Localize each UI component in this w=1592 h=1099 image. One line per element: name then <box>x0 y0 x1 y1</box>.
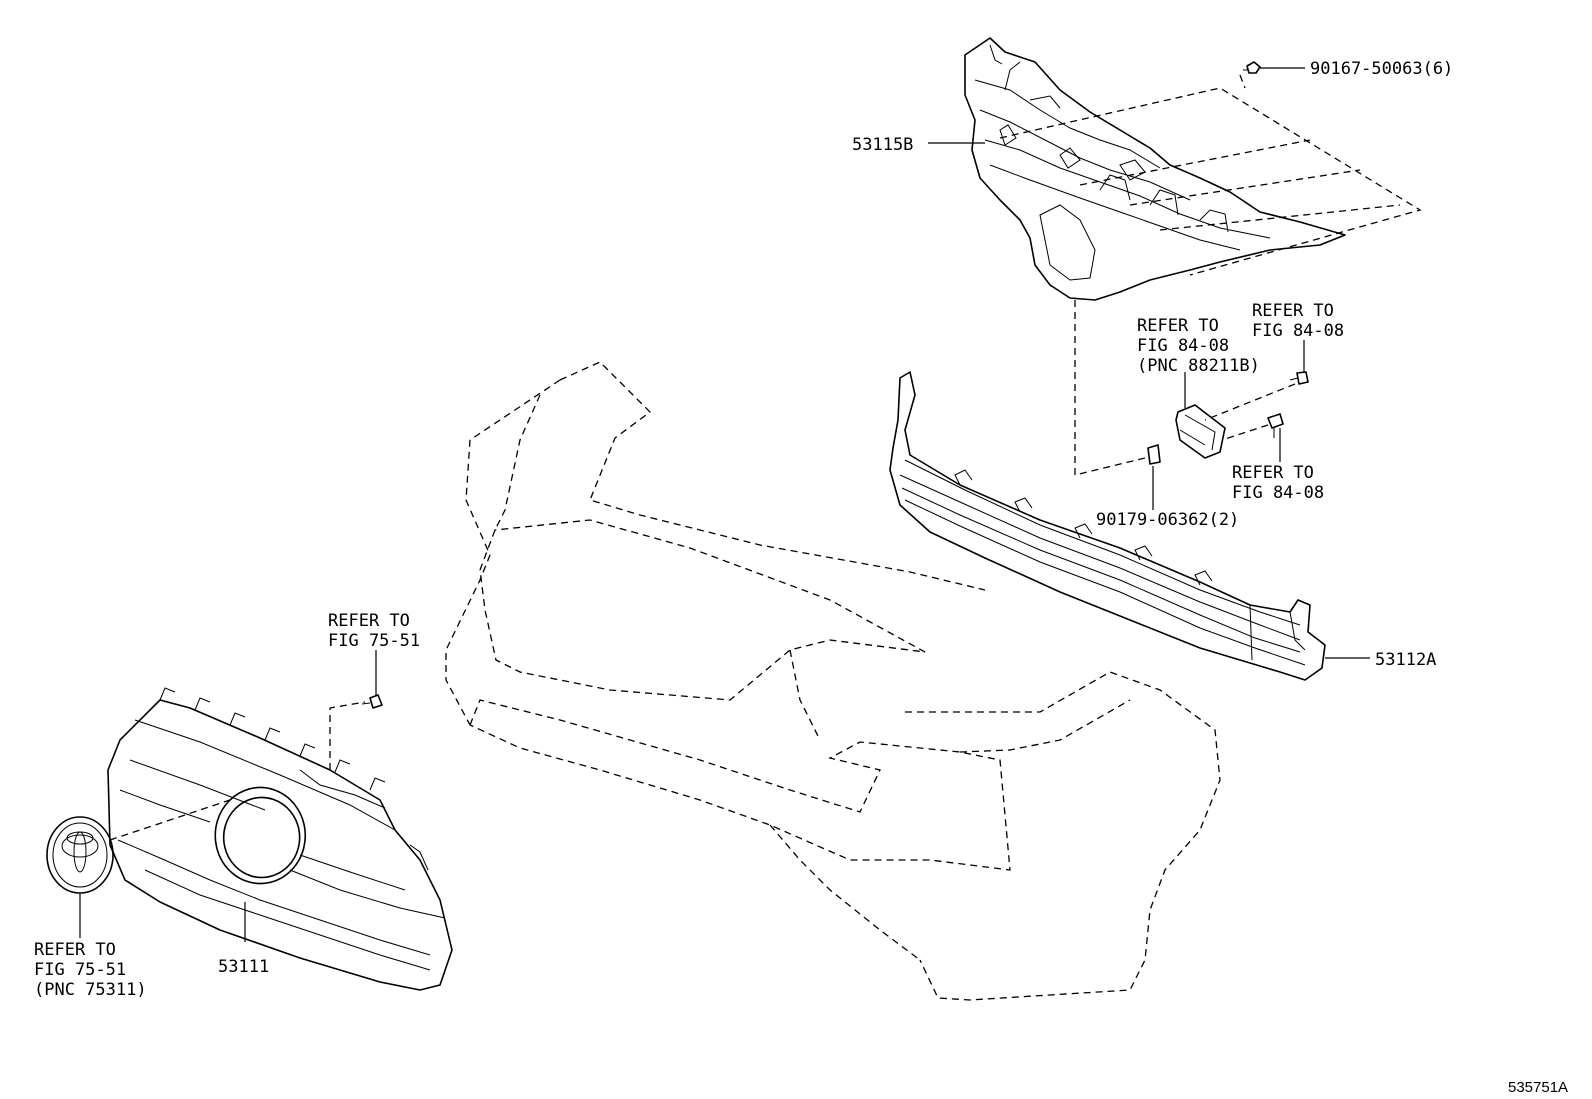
label-clip-mid: 90179-06362(2) <box>1096 510 1239 530</box>
screw-right-top <box>1289 371 1309 385</box>
figure-id: 535751A <box>1508 1079 1568 1096</box>
label-refer-right-top-1: REFER TO <box>1252 301 1334 321</box>
screw-right-bottom <box>1267 413 1284 438</box>
label-refer-emblem-2: FIG 75-51 <box>34 960 126 980</box>
label-refer-grille-bolt-1: REFER TO <box>328 611 410 631</box>
label-refer-right-bottom-1: REFER TO <box>1232 463 1314 483</box>
retainer-assembly-lines <box>999 74 1422 476</box>
grille-bolt-dash <box>329 701 366 770</box>
label-bolt-top: 90167-50063(6) <box>1310 59 1453 79</box>
emblem-dash <box>109 799 231 841</box>
label-radiator-grille-53111: 53111 <box>218 957 269 977</box>
clip-90179-06362 <box>1147 444 1161 465</box>
label-refer-right-top-2: FIG 84-08 <box>1252 321 1344 341</box>
lower-grille-53112a <box>889 371 1326 681</box>
label-refer-emblem-1: REFER TO <box>34 940 116 960</box>
label-lower-grille-53112a: 53112A <box>1375 650 1436 670</box>
bolt-90167-50063 <box>1243 61 1261 74</box>
radiator-grille-53111 <box>107 687 453 991</box>
sensor-module <box>1175 404 1226 459</box>
grille-bolt <box>361 694 383 709</box>
label-refer-grille-bolt-2: FIG 75-51 <box>328 631 420 651</box>
label-refer-emblem-3: (PNC 75311) <box>34 980 147 1000</box>
label-retainer-53115b: 53115B <box>852 135 913 155</box>
label-refer-sensor-1: REFER TO <box>1137 316 1219 336</box>
label-refer-sensor-2: FIG 84-08 <box>1137 336 1229 356</box>
upper-retainer-53115b <box>964 37 1346 301</box>
label-refer-right-bottom-2: FIG 84-08 <box>1232 483 1324 503</box>
screw-right-bottom-dash <box>1221 424 1269 441</box>
screw-right-top-dash <box>1204 383 1296 421</box>
bumper-cover-outline <box>445 361 1221 1001</box>
toyota-emblem-icon <box>46 816 114 894</box>
label-refer-sensor-3: (PNC 88211B) <box>1137 356 1260 376</box>
